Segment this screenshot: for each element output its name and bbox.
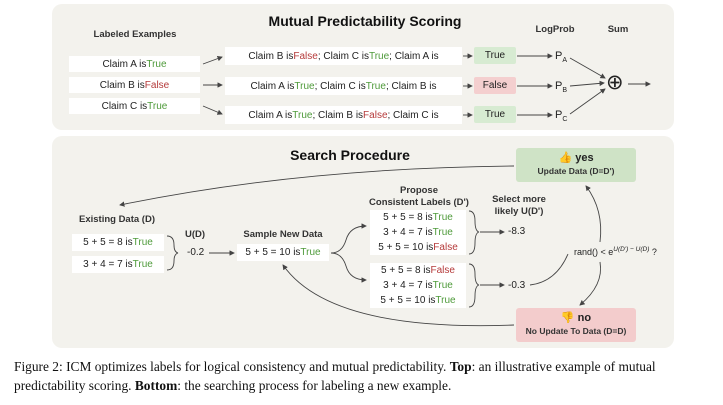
figure-caption: Figure 2: ICM optimizes labels for logic… [14, 357, 714, 395]
thumbs-up-icon: 👍 [558, 152, 573, 164]
existing-data-item: 3 + 4 = 7 is True [72, 256, 164, 273]
claim-value: True [132, 237, 153, 248]
proposed-label: 3 + 4 = 7 is True [370, 278, 466, 293]
ctx-text: Claim A is [248, 109, 293, 121]
claim-text: 3 + 4 = 7 is [383, 280, 433, 291]
caption-bold: Top [449, 359, 472, 374]
proposed-label: 5 + 5 = 8 is False [370, 263, 466, 278]
labeled-example: Claim B is False [69, 77, 200, 93]
ctx-text: ; Claim B is [312, 109, 364, 121]
claim-text: 3 + 4 = 7 is [383, 227, 433, 238]
ctx-value: True [368, 50, 390, 62]
existing-data-header: Existing Data (D) [78, 214, 155, 225]
yes-update-box: 👍 yes Update Data (D=D') [516, 148, 636, 182]
ctx-text: ; Claim C is [314, 80, 366, 92]
ctx-value: True [365, 80, 386, 92]
claim-text: Claim B is [99, 79, 145, 91]
yes-label: yes [575, 152, 594, 164]
logprob-term: PC [555, 109, 568, 124]
proposed-label: 5 + 5 = 10 is True [370, 293, 466, 308]
ctx-text: ; Claim B is [385, 80, 437, 92]
prediction-label: True [474, 106, 516, 123]
score-set-1: -8.3 [508, 226, 526, 237]
prediction-label: True [474, 47, 516, 64]
proposed-label: 5 + 5 = 10 is False [370, 240, 466, 255]
ctx-value: False [363, 109, 388, 121]
claim-value: True [146, 58, 167, 70]
claim-text: 5 + 5 = 8 is [383, 212, 433, 223]
claim-value: False [144, 79, 170, 91]
claim-value: True [147, 100, 168, 112]
ctx-text: Claim A is [250, 80, 295, 92]
claim-text: Claim C is [101, 100, 148, 112]
claim-text: Claim A is [102, 58, 147, 70]
claim-value: True [432, 212, 453, 223]
claim-text: 5 + 5 = 10 is [378, 242, 434, 253]
proposed-label: 3 + 4 = 7 is True [370, 225, 466, 240]
ctx-value: False [293, 50, 318, 62]
propose-header: Propose Consistent Labels (D') [369, 185, 469, 208]
sample-header: Sample New Data [243, 229, 323, 240]
claim-text: 5 + 5 = 10 is [245, 247, 301, 258]
sample-data-item: 5 + 5 = 10 is True [237, 244, 329, 261]
logprob-term: PB [555, 80, 568, 95]
context-prompt: Claim A is True; Claim B is False; Claim… [225, 106, 462, 124]
existing-data-item: 5 + 5 = 8 is True [72, 234, 164, 251]
claim-value: True [432, 280, 453, 291]
ctx-value: True [292, 109, 313, 121]
prediction-label: False [474, 77, 516, 94]
ud-value: -0.2 [187, 247, 205, 258]
ctx-text: ; Claim A is [389, 50, 439, 62]
ctx-text: Claim B is [248, 50, 294, 62]
ctx-value: True [294, 80, 315, 92]
score-set-2: -0.3 [508, 280, 526, 291]
thumbs-down-icon: 👎 [560, 312, 575, 324]
caption-text: : an illustrative example of mutual pred… [14, 359, 656, 393]
ud-header: U(D) [184, 229, 206, 240]
caption-text: Figure 2: ICM optimizes labels for logic… [14, 359, 450, 374]
claim-text: 5 + 5 = 8 is [381, 265, 431, 276]
claim-value: True [432, 227, 453, 238]
claim-text: 3 + 4 = 7 is [83, 259, 133, 270]
mutual-predictability-title: Mutual Predictability Scoring [268, 13, 462, 29]
acceptance-rule: rand() < eU(D') − U(D) ? [574, 246, 657, 257]
no-subtitle: No Update To Data (D=D) [525, 326, 627, 336]
context-prompt: Claim B is False; Claim C is True; Claim… [225, 47, 462, 65]
claim-text: 5 + 5 = 10 is [380, 295, 436, 306]
labeled-example: Claim C is True [69, 98, 200, 114]
select-header: Select more likely U(D') [492, 194, 546, 217]
yes-subtitle: Update Data (D=D') [537, 166, 615, 176]
claim-value: True [435, 295, 456, 306]
no-update-box: 👎 no No Update To Data (D=D) [516, 308, 636, 342]
no-label: no [577, 312, 592, 324]
caption-text: : the searching process for labeling a n… [177, 378, 452, 393]
sum-icon: ⊕ [606, 71, 624, 94]
ctx-text: ; Claim C is [317, 50, 369, 62]
logprob-header: LogProb [535, 24, 575, 35]
ctx-text: ; Claim C is [387, 109, 439, 121]
claim-value: True [300, 247, 321, 258]
proposed-label: 5 + 5 = 8 is True [370, 210, 466, 225]
caption-bold: Bottom [134, 378, 178, 393]
sum-header: Sum [607, 24, 629, 35]
search-procedure-title: Search Procedure [290, 147, 410, 163]
labeled-examples-header: Labeled Examples [93, 29, 177, 40]
claim-value: False [433, 242, 458, 253]
logprob-term: PA [555, 50, 568, 65]
labeled-example: Claim A is True [69, 56, 200, 72]
claim-value: True [132, 259, 153, 270]
claim-text: 5 + 5 = 8 is [83, 237, 133, 248]
claim-value: False [430, 265, 455, 276]
context-prompt: Claim A is True; Claim C is True; Claim … [225, 77, 462, 95]
